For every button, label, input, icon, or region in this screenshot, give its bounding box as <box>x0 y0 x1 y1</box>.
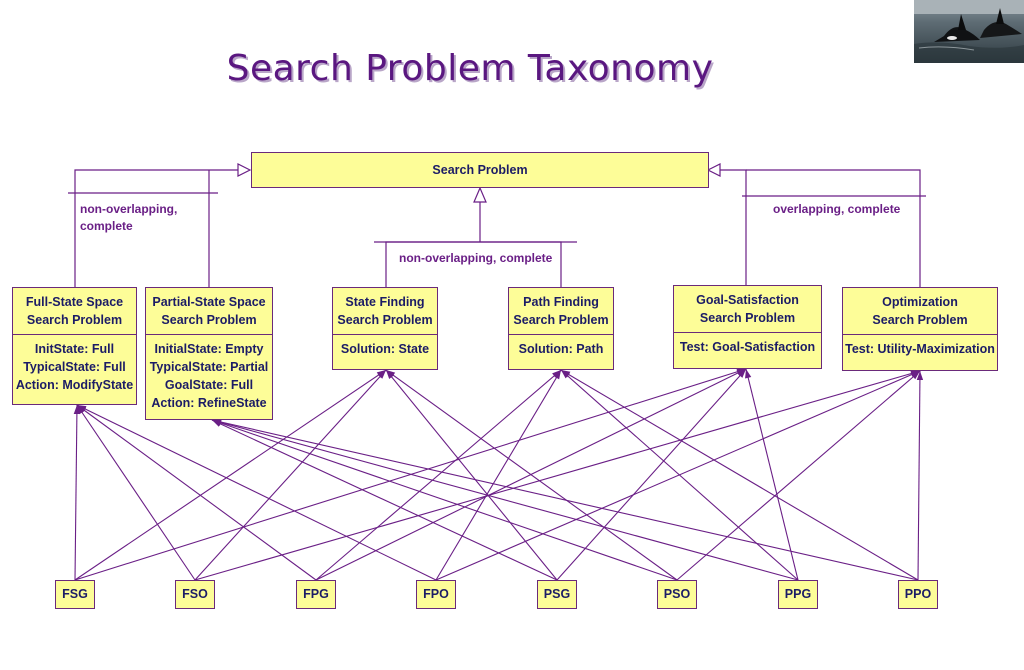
leaf-psg: PSG <box>537 580 577 609</box>
link-pso-partial <box>211 419 678 581</box>
root-box: Search Problem <box>251 152 709 188</box>
arrowhead-ppg-goal <box>745 369 752 379</box>
link-pso-opt <box>676 370 921 581</box>
arrowhead-fpo-path <box>553 370 561 380</box>
category-body: InitState: Full TypicalState: Full Actio… <box>13 334 136 399</box>
arrowhead-psg-goal <box>737 369 746 378</box>
link-fso-full <box>76 404 196 581</box>
leaf-ppg: PPG <box>778 580 818 609</box>
link-opt-to-root <box>746 169 921 287</box>
leaf-fpo: FPO <box>416 580 456 609</box>
page-title: Search Problem Taxonomy <box>226 48 714 89</box>
category-body: InitialState: Empty TypicalState: Partia… <box>146 334 272 417</box>
arrowhead-ppo-path <box>561 370 571 378</box>
link-fpo-full <box>76 404 437 581</box>
note-right: overlapping, complete <box>773 202 901 216</box>
leaf-ppo: PPO <box>898 580 938 609</box>
link-fsg-full <box>74 404 78 581</box>
link-fpg-full <box>76 404 317 581</box>
arrowhead-right <box>706 163 721 177</box>
category-body: Solution: Path <box>509 334 613 363</box>
arrowhead-pso-state <box>386 370 396 378</box>
category-body: Test: Utility-Maximization <box>843 334 997 363</box>
category-header: Full-State Space Search Problem <box>25 295 124 327</box>
category-body: Solution: State <box>333 334 437 363</box>
category-header: State Finding Search Problem <box>337 295 433 327</box>
category-state-finding: State Finding Search Problem Solution: S… <box>332 287 438 370</box>
arrowhead-ppo-opt <box>916 371 924 381</box>
link-psg-state <box>385 369 558 581</box>
leaf-pso: PSO <box>657 580 697 609</box>
root-label: Search Problem <box>432 163 528 177</box>
link-psg-partial <box>211 419 558 581</box>
link-fso-state <box>194 369 387 581</box>
arrowhead-left <box>237 163 252 177</box>
category-optimization: Optimization Search Problem Test: Utilit… <box>842 287 998 371</box>
category-header: Goal-Satisfaction Search Problem <box>696 293 799 325</box>
category-full-state: Full-State Space Search Problem InitStat… <box>12 287 137 405</box>
category-body: Test: Goal-Satisfaction <box>674 332 821 361</box>
link-pso-state <box>385 369 678 581</box>
link-full-to-root <box>74 169 238 287</box>
category-header: Partial-State Space Search Problem <box>152 295 266 327</box>
leaf-fpg: FPG <box>296 580 336 609</box>
arrowhead-pso-opt <box>911 371 920 380</box>
note-left: non-overlapping, complete <box>80 202 178 233</box>
orca-photo <box>914 0 1024 63</box>
arrowhead-ppo-partial <box>212 418 222 426</box>
link-ppg-goal <box>745 368 799 581</box>
arrowhead-fso-state <box>377 370 386 379</box>
leaf-fso: FSO <box>175 580 215 609</box>
arrowhead-fsg-full <box>73 405 81 415</box>
note-middle: non-overlapping, complete <box>399 251 553 265</box>
link-fpg-path <box>315 369 562 581</box>
category-goal-satisfaction: Goal-Satisfaction Search Problem Test: G… <box>673 285 822 369</box>
link-ppo-opt <box>917 370 921 581</box>
link-ppg-partial <box>211 419 799 581</box>
link-goal-to-root <box>720 169 747 286</box>
link-ppg-path <box>560 369 799 581</box>
category-path-finding: Path Finding Search Problem Solution: Pa… <box>508 287 614 370</box>
link-ppo-partial <box>211 419 919 581</box>
arrowhead-middle <box>473 186 487 203</box>
arrowhead-fpo-full <box>77 405 87 412</box>
link-fso-opt <box>194 370 921 581</box>
category-header: Optimization Search Problem <box>872 295 968 327</box>
link-psg-goal <box>556 368 747 581</box>
link-fpo-opt <box>435 370 921 581</box>
link-fpo-path <box>435 369 562 581</box>
category-header: Path Finding Search Problem <box>513 295 609 327</box>
link-ppo-path <box>560 369 919 581</box>
leaf-fsg: FSG <box>55 580 95 609</box>
link-fsg-state <box>74 369 387 581</box>
category-partial-state: Partial-State Space Search Problem Initi… <box>145 287 273 420</box>
